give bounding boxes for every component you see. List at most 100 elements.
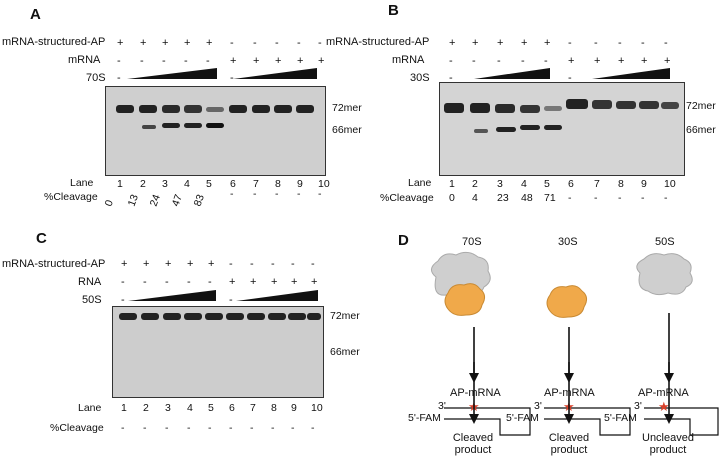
sign: -: [568, 37, 572, 49]
panel-b-66mer: 66mer: [686, 124, 716, 136]
gel-band-cleaved: [184, 123, 202, 128]
cleavage-value: -: [208, 422, 212, 434]
result-line2: product: [550, 444, 588, 456]
sign: +: [250, 276, 257, 288]
panel-d-5fam-70s: 5'-FAM: [408, 412, 441, 424]
gel-band: [566, 99, 588, 109]
sign: +: [275, 55, 282, 67]
sign: -: [449, 72, 453, 84]
sign: -: [229, 294, 233, 306]
panel-a-66mer: 66mer: [332, 124, 362, 136]
result-line2: product: [649, 444, 687, 456]
sign: +: [206, 37, 213, 49]
cleavage-value: 71: [544, 192, 556, 204]
panel-c-cleavage-title: %Cleavage: [50, 422, 104, 434]
gel-band: [205, 313, 223, 320]
panel-b-gradient-right: [592, 68, 670, 79]
sign: -: [664, 37, 668, 49]
cleavage-value: -: [618, 192, 622, 204]
panel-b-lane-title: Lane: [408, 177, 432, 189]
sign: +: [618, 55, 625, 67]
lane-number: 7: [250, 402, 256, 414]
sign: -: [117, 72, 121, 84]
gel-band: [544, 106, 562, 111]
panel-a-gradient-left: [127, 68, 217, 79]
lane-number: 3: [165, 402, 171, 414]
lane-number: 9: [641, 178, 647, 190]
gel-band: [229, 105, 247, 113]
sign: +: [121, 258, 128, 270]
cleavage-value: -: [568, 192, 572, 204]
gel-band: [288, 313, 306, 320]
lane-number: 1: [449, 178, 455, 190]
sign: -: [318, 37, 322, 49]
cleavage-value: -: [664, 192, 668, 204]
lane-number: 4: [184, 178, 190, 190]
lane-number: 6: [568, 178, 574, 190]
cleavage-value: -: [253, 188, 257, 200]
panel-c-gel: [112, 306, 324, 398]
panel-b-cleavage-title: %Cleavage: [380, 192, 434, 204]
sign: -: [143, 276, 147, 288]
sign: -: [250, 258, 254, 270]
sign: -: [121, 276, 125, 288]
panel-d-title-50s: 50S: [655, 236, 675, 248]
gel-band-cleaved: [206, 123, 224, 128]
sign: +: [594, 55, 601, 67]
panel-c-72mer: 72mer: [330, 310, 360, 322]
sign: +: [184, 37, 191, 49]
sign: -: [121, 294, 125, 306]
sign: +: [472, 37, 479, 49]
result-line2: product: [454, 444, 492, 456]
panel-b-row-ribosome: 30S: [410, 72, 430, 84]
panel-c-row-ribosome: 50S: [82, 294, 102, 306]
cleavage-value: -: [311, 422, 315, 434]
lane-number: 5: [206, 178, 212, 190]
gel-band: [226, 313, 244, 320]
gel-band: [247, 313, 265, 320]
sign: -: [568, 72, 572, 84]
gel-band: [206, 107, 224, 112]
sign: -: [230, 37, 234, 49]
cleavage-value: -: [121, 422, 125, 434]
sign: -: [165, 276, 169, 288]
gel-band: [307, 313, 321, 320]
gel-band: [520, 105, 540, 113]
panel-a-row-mrna: mRNA: [68, 54, 101, 66]
gel-band: [116, 105, 134, 113]
sign: +: [544, 37, 551, 49]
cleavage-value: 24: [147, 192, 163, 208]
gel-band: [470, 103, 490, 113]
sign: +: [230, 55, 237, 67]
lane-number: 2: [472, 178, 478, 190]
gel-band: [639, 101, 659, 109]
sign: +: [449, 37, 456, 49]
gel-band: [141, 313, 159, 320]
panel-d-label: D: [398, 232, 409, 249]
panel-b-gradient-left: [474, 68, 550, 79]
panel-b-row-structured: mRNA-structured-AP: [326, 36, 430, 48]
sign: -: [230, 72, 234, 84]
panel-c-row-structured: mRNA-structured-AP: [2, 258, 106, 270]
panel-c-gradient-left: [128, 290, 216, 301]
lane-number: 5: [544, 178, 550, 190]
sign: +: [143, 258, 150, 270]
panel-a-lane-title: Lane: [70, 177, 94, 189]
gel-band: [444, 103, 464, 113]
gel-band: [592, 100, 612, 109]
lane-number: 7: [253, 178, 259, 190]
small-subunit-shape: [444, 283, 486, 316]
panel-b-label: B: [388, 2, 399, 19]
sign: +: [162, 37, 169, 49]
panel-c-66mer: 66mer: [330, 346, 360, 358]
cleavage-value: 0: [449, 192, 455, 204]
sign: +: [140, 37, 147, 49]
panel-a-row-structured: mRNA-structured-AP: [2, 36, 106, 48]
cleavage-value: 47: [169, 192, 185, 208]
sign: +: [568, 55, 575, 67]
lane-number: 6: [230, 178, 236, 190]
sign: +: [165, 258, 172, 270]
panel-c-gradient-right: [236, 290, 318, 301]
cleavage-value: -: [275, 188, 279, 200]
cleavage-value: -: [641, 192, 645, 204]
